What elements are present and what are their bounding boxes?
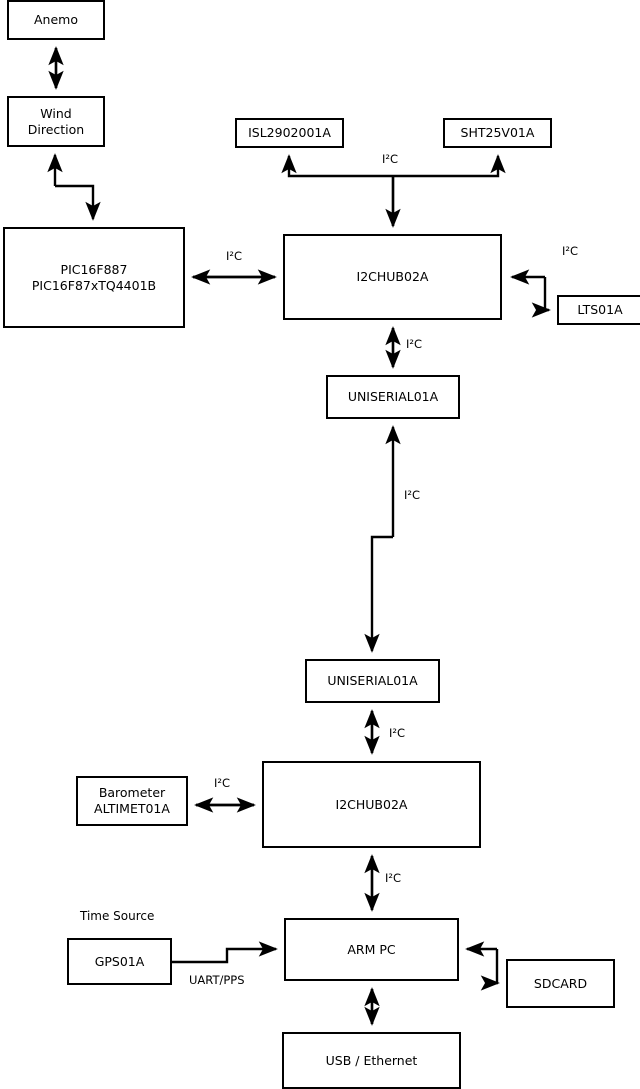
label-time-source: Time Source	[80, 909, 155, 923]
node-isl2902001a[interactable]: ISL2902001A	[235, 118, 344, 148]
node-wind-direction[interactable]: Wind Direction	[7, 96, 105, 147]
node-label: I2CHUB02A	[356, 269, 429, 285]
node-label: ARM PC	[347, 941, 396, 957]
node-label: Wind Direction	[27, 105, 85, 137]
edge-armpc-sdcard-out	[480, 949, 500, 991]
node-uniserial01a-lower[interactable]: UNISERIAL01A	[305, 659, 440, 703]
node-label: ISL2902001A	[248, 125, 331, 141]
node-label: Anemo	[34, 12, 78, 28]
node-sht25v01a[interactable]: SHT25V01A	[443, 118, 552, 148]
node-label: I2CHUB02A	[335, 796, 408, 812]
node-barometer-altimet01a[interactable]: Barometer ALTIMET01A	[76, 776, 188, 826]
node-i2chub02a-bottom[interactable]: I2CHUB02A	[262, 761, 481, 848]
node-label: UNISERIAL01A	[347, 389, 439, 405]
edge-label-uniserial-link: I²C	[404, 488, 421, 502]
node-usb-ethernet[interactable]: USB / Ethernet	[282, 1032, 461, 1089]
node-arm-pc[interactable]: ARM PC	[284, 918, 459, 981]
edge-bus-isl	[281, 154, 393, 178]
edge-label-hub-uniserial: I²C	[406, 337, 423, 351]
node-label: SHT25V01A	[460, 125, 535, 141]
node-label: SDCARD	[533, 975, 588, 991]
node-label: GPS01A	[94, 953, 145, 969]
node-label: Barometer ALTIMET01A	[94, 785, 170, 816]
edge-hub-lts-out	[531, 277, 551, 318]
edge-uniserial-link-down	[364, 535, 393, 653]
node-anemo[interactable]: Anemo	[7, 0, 105, 40]
edge-bus-sht	[393, 154, 506, 178]
edge-label-hub-lts: I²C	[562, 244, 579, 258]
node-label: PIC16F887 PIC16F87xTQ4401B	[31, 261, 157, 293]
node-lts01a[interactable]: LTS01A	[557, 295, 640, 325]
edge-gps-armpc	[172, 941, 278, 964]
node-label: LTS01A	[577, 302, 623, 318]
edge-label-hub-sensors: I²C	[382, 152, 399, 166]
edge-label-hub-armpc: I²C	[385, 871, 402, 885]
edge-label-uniserial-hub: I²C	[389, 726, 406, 740]
edge-label-pic-hub: I²C	[226, 249, 243, 263]
node-uniserial01a-upper[interactable]: UNISERIAL01A	[326, 375, 460, 419]
node-label: USB / Ethernet	[325, 1052, 418, 1068]
node-i2chub02a-top[interactable]: I2CHUB02A	[283, 234, 502, 320]
edge-label-barometer-hub: I²C	[214, 776, 231, 790]
node-sdcard[interactable]: SDCARD	[506, 959, 615, 1008]
edge-label-gps-armpc: UART/PPS	[189, 973, 245, 987]
node-label: UNISERIAL01A	[327, 673, 418, 689]
edge-wind-pic-body	[55, 184, 101, 221]
node-gps01a[interactable]: GPS01A	[67, 938, 172, 985]
node-pic-microcontroller[interactable]: PIC16F887 PIC16F87xTQ4401B	[3, 227, 185, 328]
